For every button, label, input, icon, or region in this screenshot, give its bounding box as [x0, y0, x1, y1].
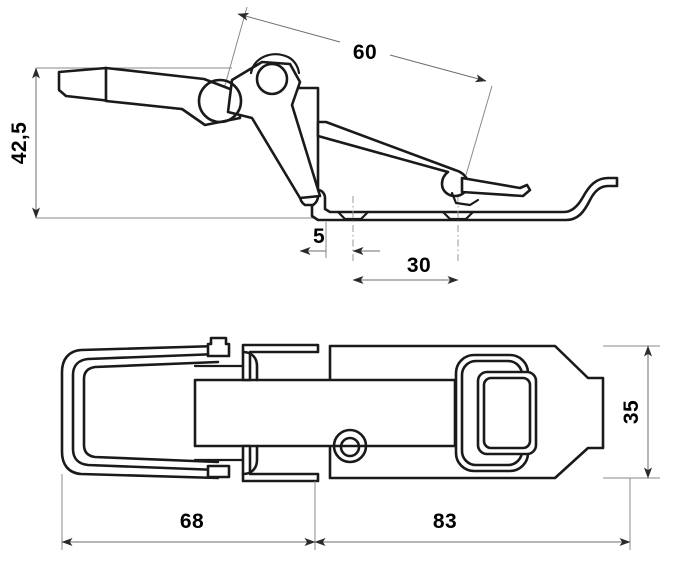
rivet-eye-inner	[339, 436, 361, 458]
dimension-30: 30	[352, 254, 459, 284]
dimension-label-60: 60	[353, 41, 377, 64]
plan-draw-bar	[193, 378, 457, 448]
keeper-bracket-outer	[476, 370, 538, 456]
dimension-label-35: 35	[620, 400, 643, 424]
dimension-line-60-right	[389, 54, 487, 83]
plan-view: 35 68 83	[60, 336, 660, 550]
lever-handle	[57, 66, 242, 127]
plan-keeper-loop	[454, 353, 538, 473]
dimension-label-83: 83	[433, 510, 457, 533]
hook-tip	[450, 176, 532, 207]
hinge-pin-bottom	[206, 464, 231, 479]
plan-handle-loop	[60, 344, 220, 480]
dimension-line-60-left	[237, 12, 341, 43]
dimension-83: 83	[314, 478, 631, 550]
dimension-label-68: 68	[180, 510, 204, 533]
rivet-eye-outer	[332, 428, 368, 464]
hinge-plate-upper	[241, 343, 320, 382]
plan-hinge-assembly	[193, 336, 368, 483]
dimension-35: 35	[603, 345, 660, 479]
hinge-pin-top	[206, 336, 231, 358]
pivot-circle-large	[197, 78, 243, 124]
dimension-label-5: 5	[313, 225, 325, 248]
dimension-5: 5	[299, 222, 380, 258]
side-view: 42,5 60	[8, 6, 619, 284]
pivot-assembly	[197, 53, 322, 200]
pivot-circle-rivet	[255, 62, 289, 96]
dimension-60: 60	[221, 6, 493, 176]
dimension-label-30: 30	[407, 254, 431, 277]
dimension-68: 68	[61, 474, 316, 550]
keeper-bracket-inner	[482, 376, 532, 450]
mounting-holes-side	[336, 196, 475, 262]
draw-bar	[316, 120, 470, 198]
hinge-plate-lower	[241, 444, 320, 483]
dimension-42-5: 42,5	[8, 67, 330, 219]
extension-line-60-end	[465, 85, 493, 176]
dimension-label-42-5: 42,5	[8, 122, 31, 164]
